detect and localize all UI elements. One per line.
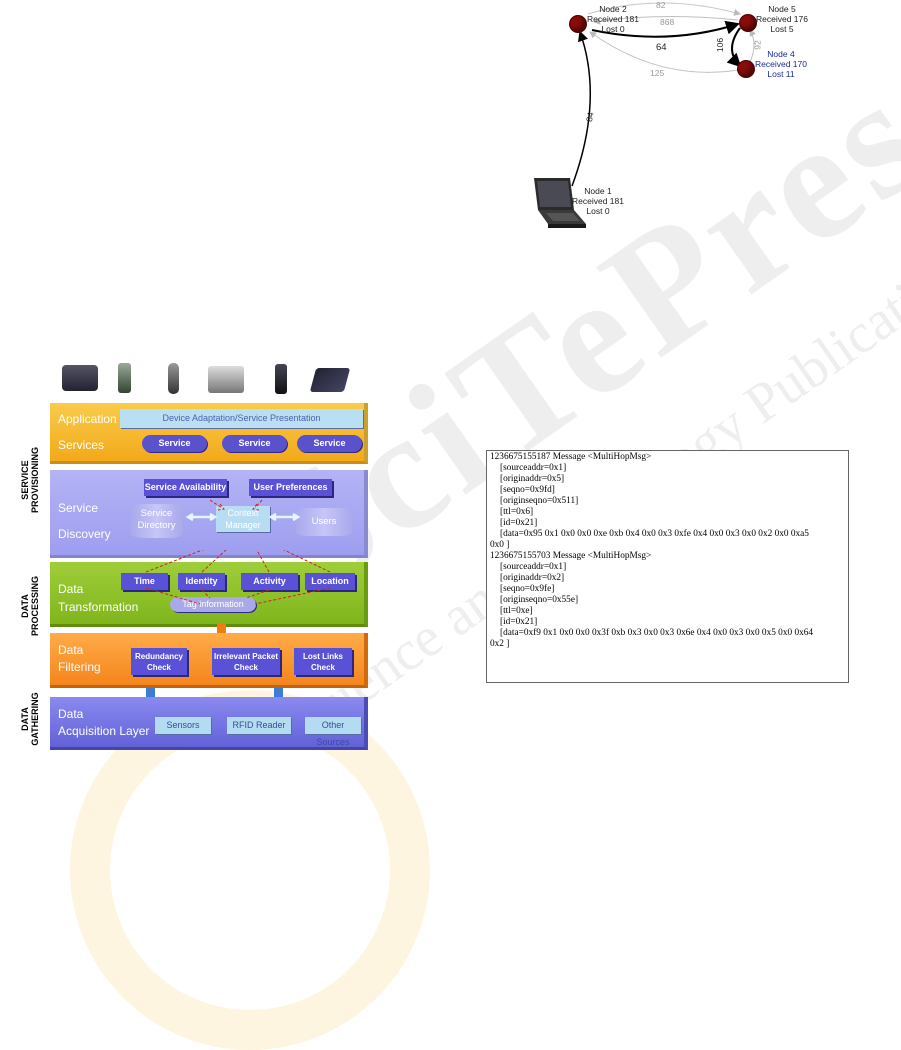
- data-transformation-layer: Data Transformation Time Identity Activi…: [50, 550, 368, 627]
- location-box[interactable]: Location: [305, 573, 355, 590]
- log-line: [data=0x95 0x1 0x0 0x0 0xe 0xb 0x4 0x0 0…: [500, 529, 809, 539]
- layer-title: Data: [58, 582, 84, 596]
- other-sources-box[interactable]: Other Sources: [305, 717, 361, 747]
- edge-label: 868: [660, 17, 675, 27]
- tablet-device-icon: [62, 365, 98, 391]
- log-line: 0x0 ]: [490, 540, 510, 550]
- users-cylinder: Users: [295, 508, 353, 536]
- log-line: [sourceaddr=0x1]: [500, 562, 567, 572]
- service-pill[interactable]: Service: [222, 435, 287, 452]
- up-arrow-icon: [146, 688, 155, 697]
- application-services-layer: Application Services Device Adaptation/S…: [50, 403, 368, 464]
- up-arrow-icon: [274, 688, 283, 697]
- layer-title: Acquisition Layer: [58, 724, 150, 738]
- edge-label: 106: [715, 37, 726, 53]
- laptop-icon[interactable]: [528, 176, 588, 232]
- log-line: [originseqno=0x511]: [500, 496, 579, 506]
- log-line: [originaddr=0x2]: [500, 573, 565, 583]
- edge-label: 125: [650, 68, 665, 78]
- service-pill[interactable]: Service: [297, 435, 362, 452]
- pda-device-icon: [309, 368, 351, 392]
- layer-title: Filtering: [58, 660, 101, 674]
- log-line: 1236675155703 Message <MultiHopMsg>: [490, 551, 652, 561]
- edge-n2-n1: [571, 30, 591, 187]
- service-pill[interactable]: Service: [142, 435, 207, 452]
- log-line: [id=0x21]: [500, 617, 538, 627]
- log-line: 1236675155187 Message <MultiHopMsg>: [490, 452, 652, 462]
- layer-title: Application: [58, 412, 117, 426]
- log-line: [id=0x21]: [500, 518, 538, 528]
- log-line: [sourceaddr=0x1]: [500, 463, 567, 473]
- log-line: [seqno=0x9fd]: [500, 485, 555, 495]
- edge-n5-n2: [593, 15, 739, 25]
- edge-n5-n4: [726, 27, 742, 68]
- data-acquisition-layer: Data Acquisition Layer Sensors RFID Read…: [50, 697, 368, 750]
- layer-title: Data: [58, 707, 84, 721]
- service-availability-box[interactable]: Service Availability: [144, 479, 227, 496]
- layer-title: Data: [58, 643, 84, 657]
- network-edges: [571, 2, 757, 187]
- device-adaptation-bar: Device Adaptation/Service Presentation: [120, 409, 363, 428]
- layer-title: Discovery: [58, 527, 111, 541]
- layer-title: Service: [58, 501, 99, 515]
- transformation-arrows: [145, 550, 331, 605]
- node-2-dot[interactable]: [570, 16, 586, 32]
- log-line: [originaddr=0x5]: [500, 474, 565, 484]
- log-line: [seqno=0x9fe]: [500, 584, 555, 594]
- edge-n2-n5: [591, 20, 740, 38]
- activity-box[interactable]: Activity: [241, 573, 298, 590]
- message-log: 1236675155187 Message <MultiHopMsg>[sour…: [486, 450, 849, 683]
- tag-information-pill[interactable]: Tag information: [170, 597, 256, 612]
- layer-title: Transformation: [58, 600, 139, 614]
- edge-label: 64: [656, 42, 667, 53]
- smartphone-device-icon: [275, 364, 287, 394]
- log-line: 0x2 ]: [490, 639, 510, 649]
- discovery-arrows: [185, 499, 301, 522]
- edge-label: 82: [656, 0, 666, 10]
- node-5-dot[interactable]: [740, 15, 756, 31]
- edge-top: [587, 2, 741, 16]
- edge-n4-n2: [589, 31, 739, 73]
- log-line: [data=0xf9 0x1 0x0 0x0 0x3f 0xb 0x3 0x0 …: [500, 628, 814, 638]
- sensors-box[interactable]: Sensors: [155, 717, 211, 734]
- laptop-device-icon: [208, 366, 244, 393]
- log-line: [ttl=0x6]: [500, 507, 534, 517]
- identity-box[interactable]: Identity: [178, 573, 225, 590]
- phone-device-icon: [118, 363, 131, 393]
- node-4-dot[interactable]: [738, 61, 754, 77]
- log-line: [originseqno=0x55e]: [500, 595, 579, 605]
- user-preferences-box[interactable]: User Preferences: [249, 479, 332, 496]
- rfid-reader-box[interactable]: RFID Reader: [227, 717, 291, 734]
- log-line: [ttl=0xe]: [500, 606, 533, 616]
- remote-device-icon: [168, 363, 179, 394]
- edge-n4-n5: [749, 29, 757, 63]
- up-arrow-icon: [217, 624, 226, 633]
- edge-label: 84: [583, 111, 596, 123]
- service-discovery-layer: Service Discovery Service Availability U…: [50, 470, 368, 558]
- layer-title: Services: [58, 438, 105, 452]
- time-box[interactable]: Time: [121, 573, 168, 590]
